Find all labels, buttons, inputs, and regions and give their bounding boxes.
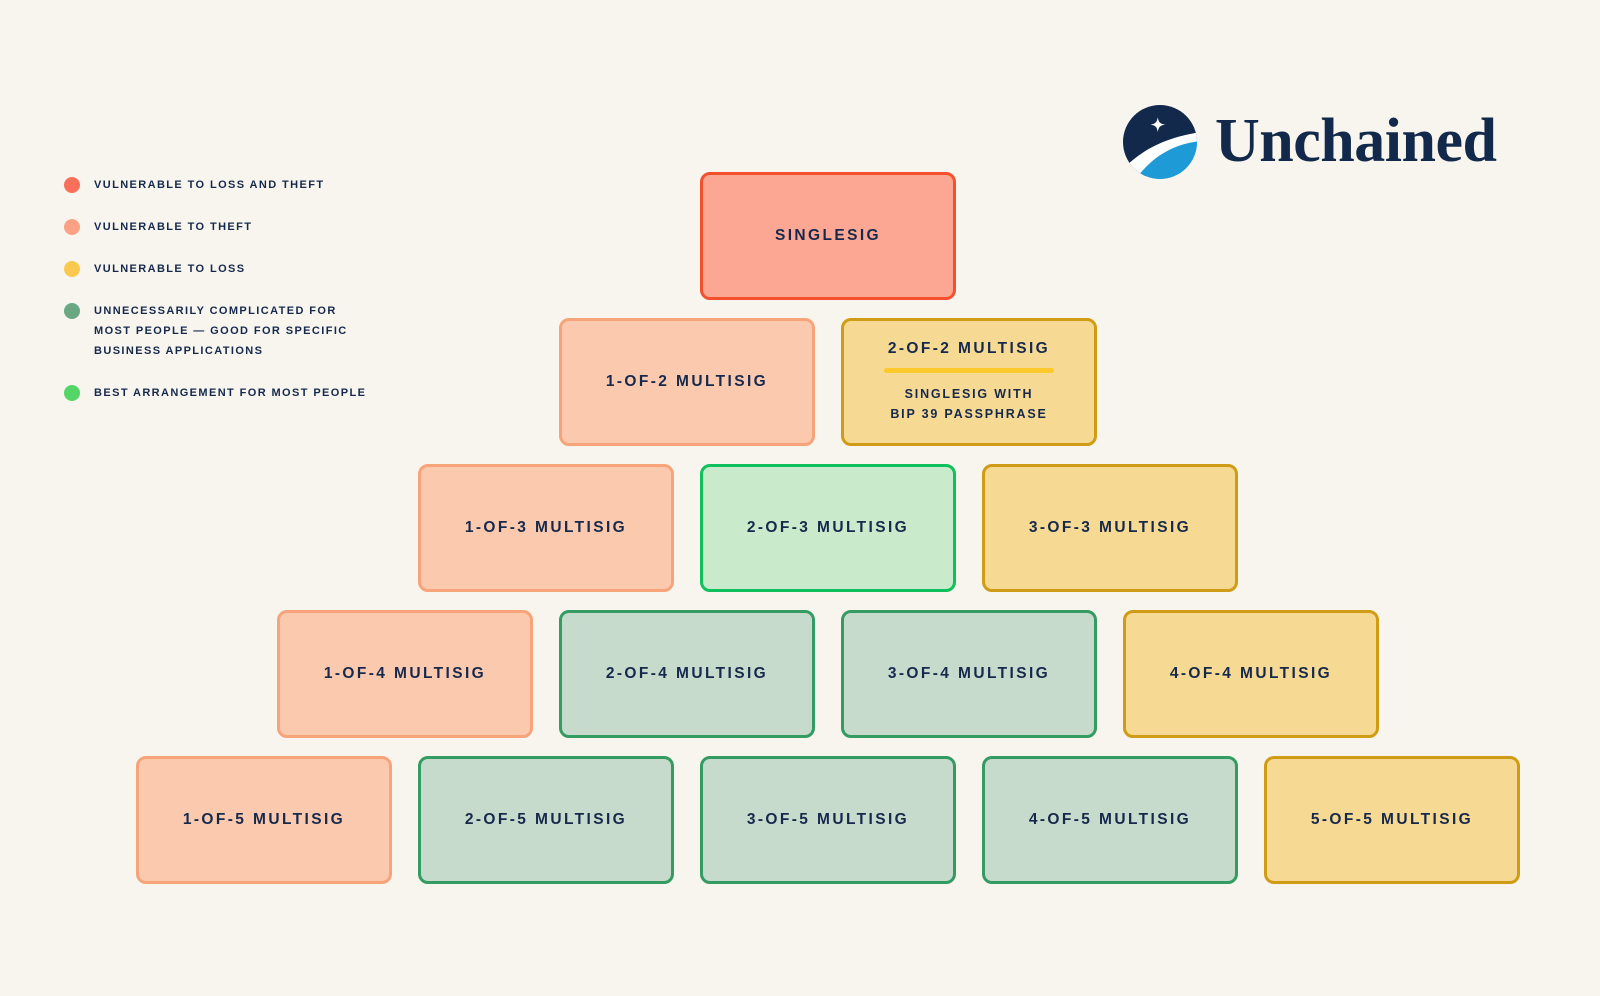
box-label: 2-OF-5 MULTISIG <box>464 811 628 828</box>
pyramid-box-2-of-5: 2-OF-5 MULTISIG <box>418 756 674 884</box>
pyramid-box-2-of-3: 2-OF-3 MULTISIG <box>700 464 956 592</box>
legend-item-complicated: UNNECESSARILY COMPLICATED FOR MOST PEOPL… <box>64 301 404 361</box>
logo-wordmark: Unchained <box>1215 107 1497 175</box>
box-label: 3-OF-4 MULTISIG <box>887 665 1051 682</box>
legend-item-label: VULNERABLE TO LOSS <box>94 263 246 275</box>
pyramid-box-5-of-5: 5-OF-5 MULTISIG <box>1264 756 1520 884</box>
legend-item-label: UNNECESSARILY COMPLICATED FOR MOST PEOPL… <box>94 305 348 357</box>
box-subtitle: BIP 39 PASSPHRASE <box>890 406 1048 421</box>
star-icon <box>1150 117 1166 133</box>
salmon-dot-icon <box>64 219 80 235</box>
legend-item-theft: VULNERABLE TO THEFT <box>64 217 404 237</box>
pyramid-row-1: SINGLESIG <box>700 172 956 300</box>
yellow-dot-icon <box>64 261 80 277</box>
legend-item-best: BEST ARRANGEMENT FOR MOST PEOPLE <box>64 383 404 403</box>
green-dot-icon <box>64 385 80 401</box>
pyramid-row-4: 1-OF-4 MULTISIG 2-OF-4 MULTISIG 3-OF-4 M… <box>277 610 1379 738</box>
pyramid-box-3-of-3: 3-OF-3 MULTISIG <box>982 464 1238 592</box>
unchained-logo-mark-icon <box>1123 105 1197 179</box>
pyramid-box-1-of-3: 1-OF-3 MULTISIG <box>418 464 674 592</box>
box-label: 5-OF-5 MULTISIG <box>1310 811 1474 828</box>
legend-item-loss-and-theft: VULNERABLE TO LOSS AND THEFT <box>64 175 404 195</box>
pyramid-box-3-of-5: 3-OF-5 MULTISIG <box>700 756 956 884</box>
legend-item-label: VULNERABLE TO LOSS AND THEFT <box>94 179 325 191</box>
pyramid-box-4-of-4: 4-OF-4 MULTISIG <box>1123 610 1379 738</box>
box-label: 4-OF-4 MULTISIG <box>1169 665 1333 682</box>
box-label: SINGLESIG <box>774 227 881 244</box>
box-label: 2-OF-3 MULTISIG <box>746 519 910 536</box>
legend: VULNERABLE TO LOSS AND THEFT VULNERABLE … <box>64 175 404 425</box>
pyramid-row-3: 1-OF-3 MULTISIG 2-OF-3 MULTISIG 3-OF-3 M… <box>418 464 1238 592</box>
red-dot-icon <box>64 177 80 193</box>
muted-green-dot-icon <box>64 303 80 319</box>
bip39-divider <box>884 368 1054 373</box>
box-label: 1-OF-3 MULTISIG <box>464 519 628 536</box>
pyramid-box-3-of-4: 3-OF-4 MULTISIG <box>841 610 1097 738</box>
box-subtitle: SINGLESIG WITH <box>904 386 1034 401</box>
box-label: 3-OF-5 MULTISIG <box>746 811 910 828</box>
pyramid-box-1-of-2: 1-OF-2 MULTISIG <box>559 318 815 446</box>
box-label: 1-OF-2 MULTISIG <box>605 373 769 390</box>
pyramid-row-2: 1-OF-2 MULTISIG 2-OF-2 MULTISIG SINGLESI… <box>559 318 1097 446</box>
box-label: 3-OF-3 MULTISIG <box>1028 519 1192 536</box>
pyramid-box-2-of-2: 2-OF-2 MULTISIG SINGLESIG WITH BIP 39 PA… <box>841 318 1097 446</box>
pyramid-box-4-of-5: 4-OF-5 MULTISIG <box>982 756 1238 884</box>
unchained-logo: Unchained <box>1123 105 1497 179</box>
box-label: 4-OF-5 MULTISIG <box>1028 811 1192 828</box>
pyramid-row-5: 1-OF-5 MULTISIG 2-OF-5 MULTISIG 3-OF-5 M… <box>136 756 1520 884</box>
legend-item-label: VULNERABLE TO THEFT <box>94 221 253 233</box>
pyramid-box-1-of-5: 1-OF-5 MULTISIG <box>136 756 392 884</box>
legend-item-loss: VULNERABLE TO LOSS <box>64 259 404 279</box>
pyramid-box-2-of-4: 2-OF-4 MULTISIG <box>559 610 815 738</box>
pyramid-box-singlesig: SINGLESIG <box>700 172 956 300</box>
box-label: 1-OF-4 MULTISIG <box>323 665 487 682</box>
box-label: 2-OF-4 MULTISIG <box>605 665 769 682</box>
legend-item-label: BEST ARRANGEMENT FOR MOST PEOPLE <box>94 387 367 399</box>
pyramid-box-1-of-4: 1-OF-4 MULTISIG <box>277 610 533 738</box>
box-label: 1-OF-5 MULTISIG <box>182 811 346 828</box>
box-label: 2-OF-2 MULTISIG <box>887 340 1051 358</box>
